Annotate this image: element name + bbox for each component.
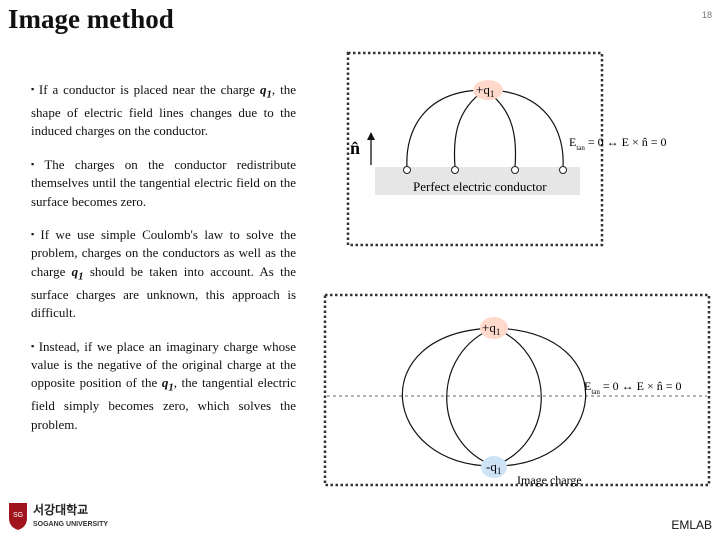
image-charge-marker xyxy=(481,456,507,478)
bullet-dot-icon: ▪ xyxy=(31,229,38,240)
image-charge-caption: Image charge xyxy=(517,473,582,487)
charge-symbol: q1 xyxy=(71,263,84,283)
bullet-text: The charges on the conductor redistribut… xyxy=(31,156,296,209)
page-number: 18 xyxy=(701,10,712,20)
charge-marker xyxy=(473,80,503,100)
bullet-item: ▪If we use simple Coulomb's law to solve… xyxy=(31,225,296,323)
bullet-item: ▪The charges on the conductor redistribu… xyxy=(31,155,296,211)
conductor-label: Perfect electric conductor xyxy=(413,179,547,194)
charge-marker xyxy=(480,317,508,339)
footer-label: EMLAB xyxy=(671,518,712,532)
figure-border xyxy=(346,51,604,247)
figure-border xyxy=(323,293,711,487)
field-lines xyxy=(406,89,564,168)
bullet-text: should be taken into account. As the sur… xyxy=(31,263,296,321)
charge-label: +q1 xyxy=(482,320,500,337)
logo-english: SOGANG UNIVERSITY xyxy=(33,521,108,528)
image-charge-label: -q1 xyxy=(486,459,501,476)
normal-label: n̂ xyxy=(350,138,360,158)
bullet-dot-icon: ▪ xyxy=(31,340,36,351)
bullet-text: , the shape of electric field lines chan… xyxy=(31,82,296,139)
conductor-figure: +q1 n̂ Etan = 0 ↔ E × n̂ = 0 Perfect ele… xyxy=(345,50,667,250)
induced-charges xyxy=(403,166,567,174)
bullet-list: ▪If a conductor is placed near the charg… xyxy=(31,80,296,448)
bullet-text: If a conductor is placed near the charge xyxy=(38,82,260,97)
bullet-text: If we use simple Coulomb's law to solve … xyxy=(31,227,296,279)
slide-title: Image method xyxy=(8,4,174,34)
dipole-field-lines xyxy=(401,327,587,467)
bullet-dot-icon: ▪ xyxy=(31,158,42,169)
bullet-text: Instead, if we place an imaginary charge… xyxy=(31,338,296,391)
bullet-text: , the tangential electric field simply b… xyxy=(31,375,296,432)
crest-icon xyxy=(9,503,27,530)
svg-text:SG: SG xyxy=(13,512,23,519)
bullet-item: ▪Instead, if we place an imaginary charg… xyxy=(31,337,296,435)
charge-symbol: q1 xyxy=(161,375,174,395)
image-charge-figure: +q1 -q1 Image charge Etan = 0 ↔ E × n̂ =… xyxy=(322,292,712,488)
charge-symbol: q1 xyxy=(259,82,272,101)
arrow-head-icon xyxy=(367,132,375,140)
charge-label: +q1 xyxy=(476,82,494,99)
bullet-item: ▪If a conductor is placed near the charg… xyxy=(31,80,296,141)
tangential-condition: Etan = 0 ↔ E × n̂ = 0 xyxy=(569,135,667,152)
logo-korean: 서강대학교 xyxy=(33,502,88,517)
tangential-condition: Etan = 0 ↔ E × n̂ = 0 xyxy=(584,379,682,396)
bullet-dot-icon: ▪ xyxy=(31,84,36,94)
university-logo: SG 서강대학교 SOGANG UNIVERSITY xyxy=(6,500,116,537)
